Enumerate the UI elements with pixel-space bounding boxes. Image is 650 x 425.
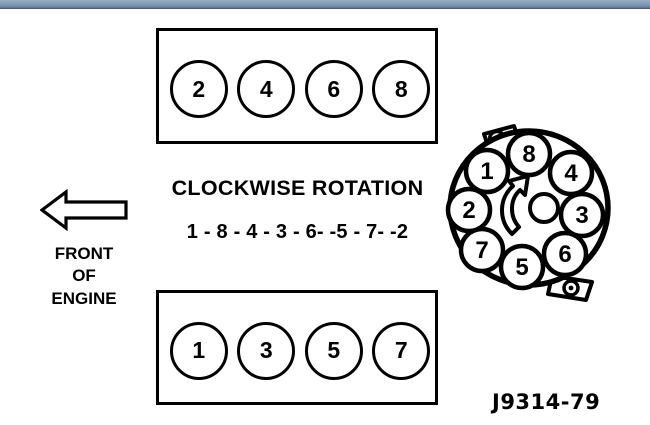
distributor-terminal-3-label: 3: [575, 202, 588, 229]
top-cylinder-bank: 2 4 6 8: [156, 28, 438, 144]
distributor-terminal-5: 5: [498, 243, 546, 291]
cylinder-bottom-1: 1: [169, 321, 228, 380]
bottom-bank-cylinder-row: 1 3 5 7: [159, 293, 441, 408]
distributor-terminal-2: 2: [445, 186, 493, 234]
distributor-terminal-1: 1: [463, 147, 511, 195]
firing-order-sequence: 1 - 8 - 4 - 3 - 6- -5 - 7- -2: [186, 221, 409, 243]
clockwise-rotation-arrow-icon: [500, 174, 530, 236]
window-chrome-bar: [0, 0, 650, 9]
bottom-cylinder-bank: 1 3 5 7: [156, 290, 438, 405]
rotation-direction-label: CLOCKWISE ROTATION: [171, 176, 424, 200]
distributor-terminal-7-label: 7: [475, 237, 488, 264]
cylinder-bottom-3: 5: [304, 321, 363, 380]
distributor-terminal-2-label: 2: [462, 197, 475, 224]
distributor-terminal-6-label: 6: [558, 241, 571, 268]
top-bank-cylinder-row: 2 4 6 8: [159, 31, 441, 147]
cylinder-top-4: 8: [372, 60, 431, 118]
cylinder-bottom-4: 7: [372, 321, 431, 380]
distributor-terminal-7: 7: [458, 226, 506, 274]
distributor-cap: 8 4 3 6 5 7 2: [445, 124, 611, 302]
cylinder-top-2: 4: [237, 60, 296, 118]
front-caption-line-2: OF: [72, 266, 96, 286]
distributor-terminal-8-label: 8: [522, 141, 535, 168]
distributor-terminal-4: 4: [547, 149, 595, 197]
distributor-terminal-8: 8: [505, 130, 553, 178]
front-caption-line-3: ENGINE: [51, 288, 117, 308]
diagram-code-label: J9314-79: [492, 390, 601, 414]
distributor-terminal-6: 6: [541, 230, 589, 278]
front-of-engine-arrow-icon: [40, 189, 128, 231]
distributor-terminal-3: 3: [558, 191, 606, 239]
cylinder-top-1: 2: [169, 60, 228, 118]
distributor-terminal-1-label: 1: [480, 158, 493, 185]
cylinder-bottom-2: 3: [237, 321, 296, 380]
front-caption-line-1: FRONT: [54, 244, 114, 263]
cylinder-top-3: 6: [304, 60, 363, 118]
distributor-terminal-5-label: 5: [515, 254, 528, 281]
rotor-post: [528, 192, 560, 224]
front-of-engine-caption: FRONT OF ENGINE: [10, 243, 158, 310]
distributor-terminal-4-label: 4: [564, 160, 578, 187]
